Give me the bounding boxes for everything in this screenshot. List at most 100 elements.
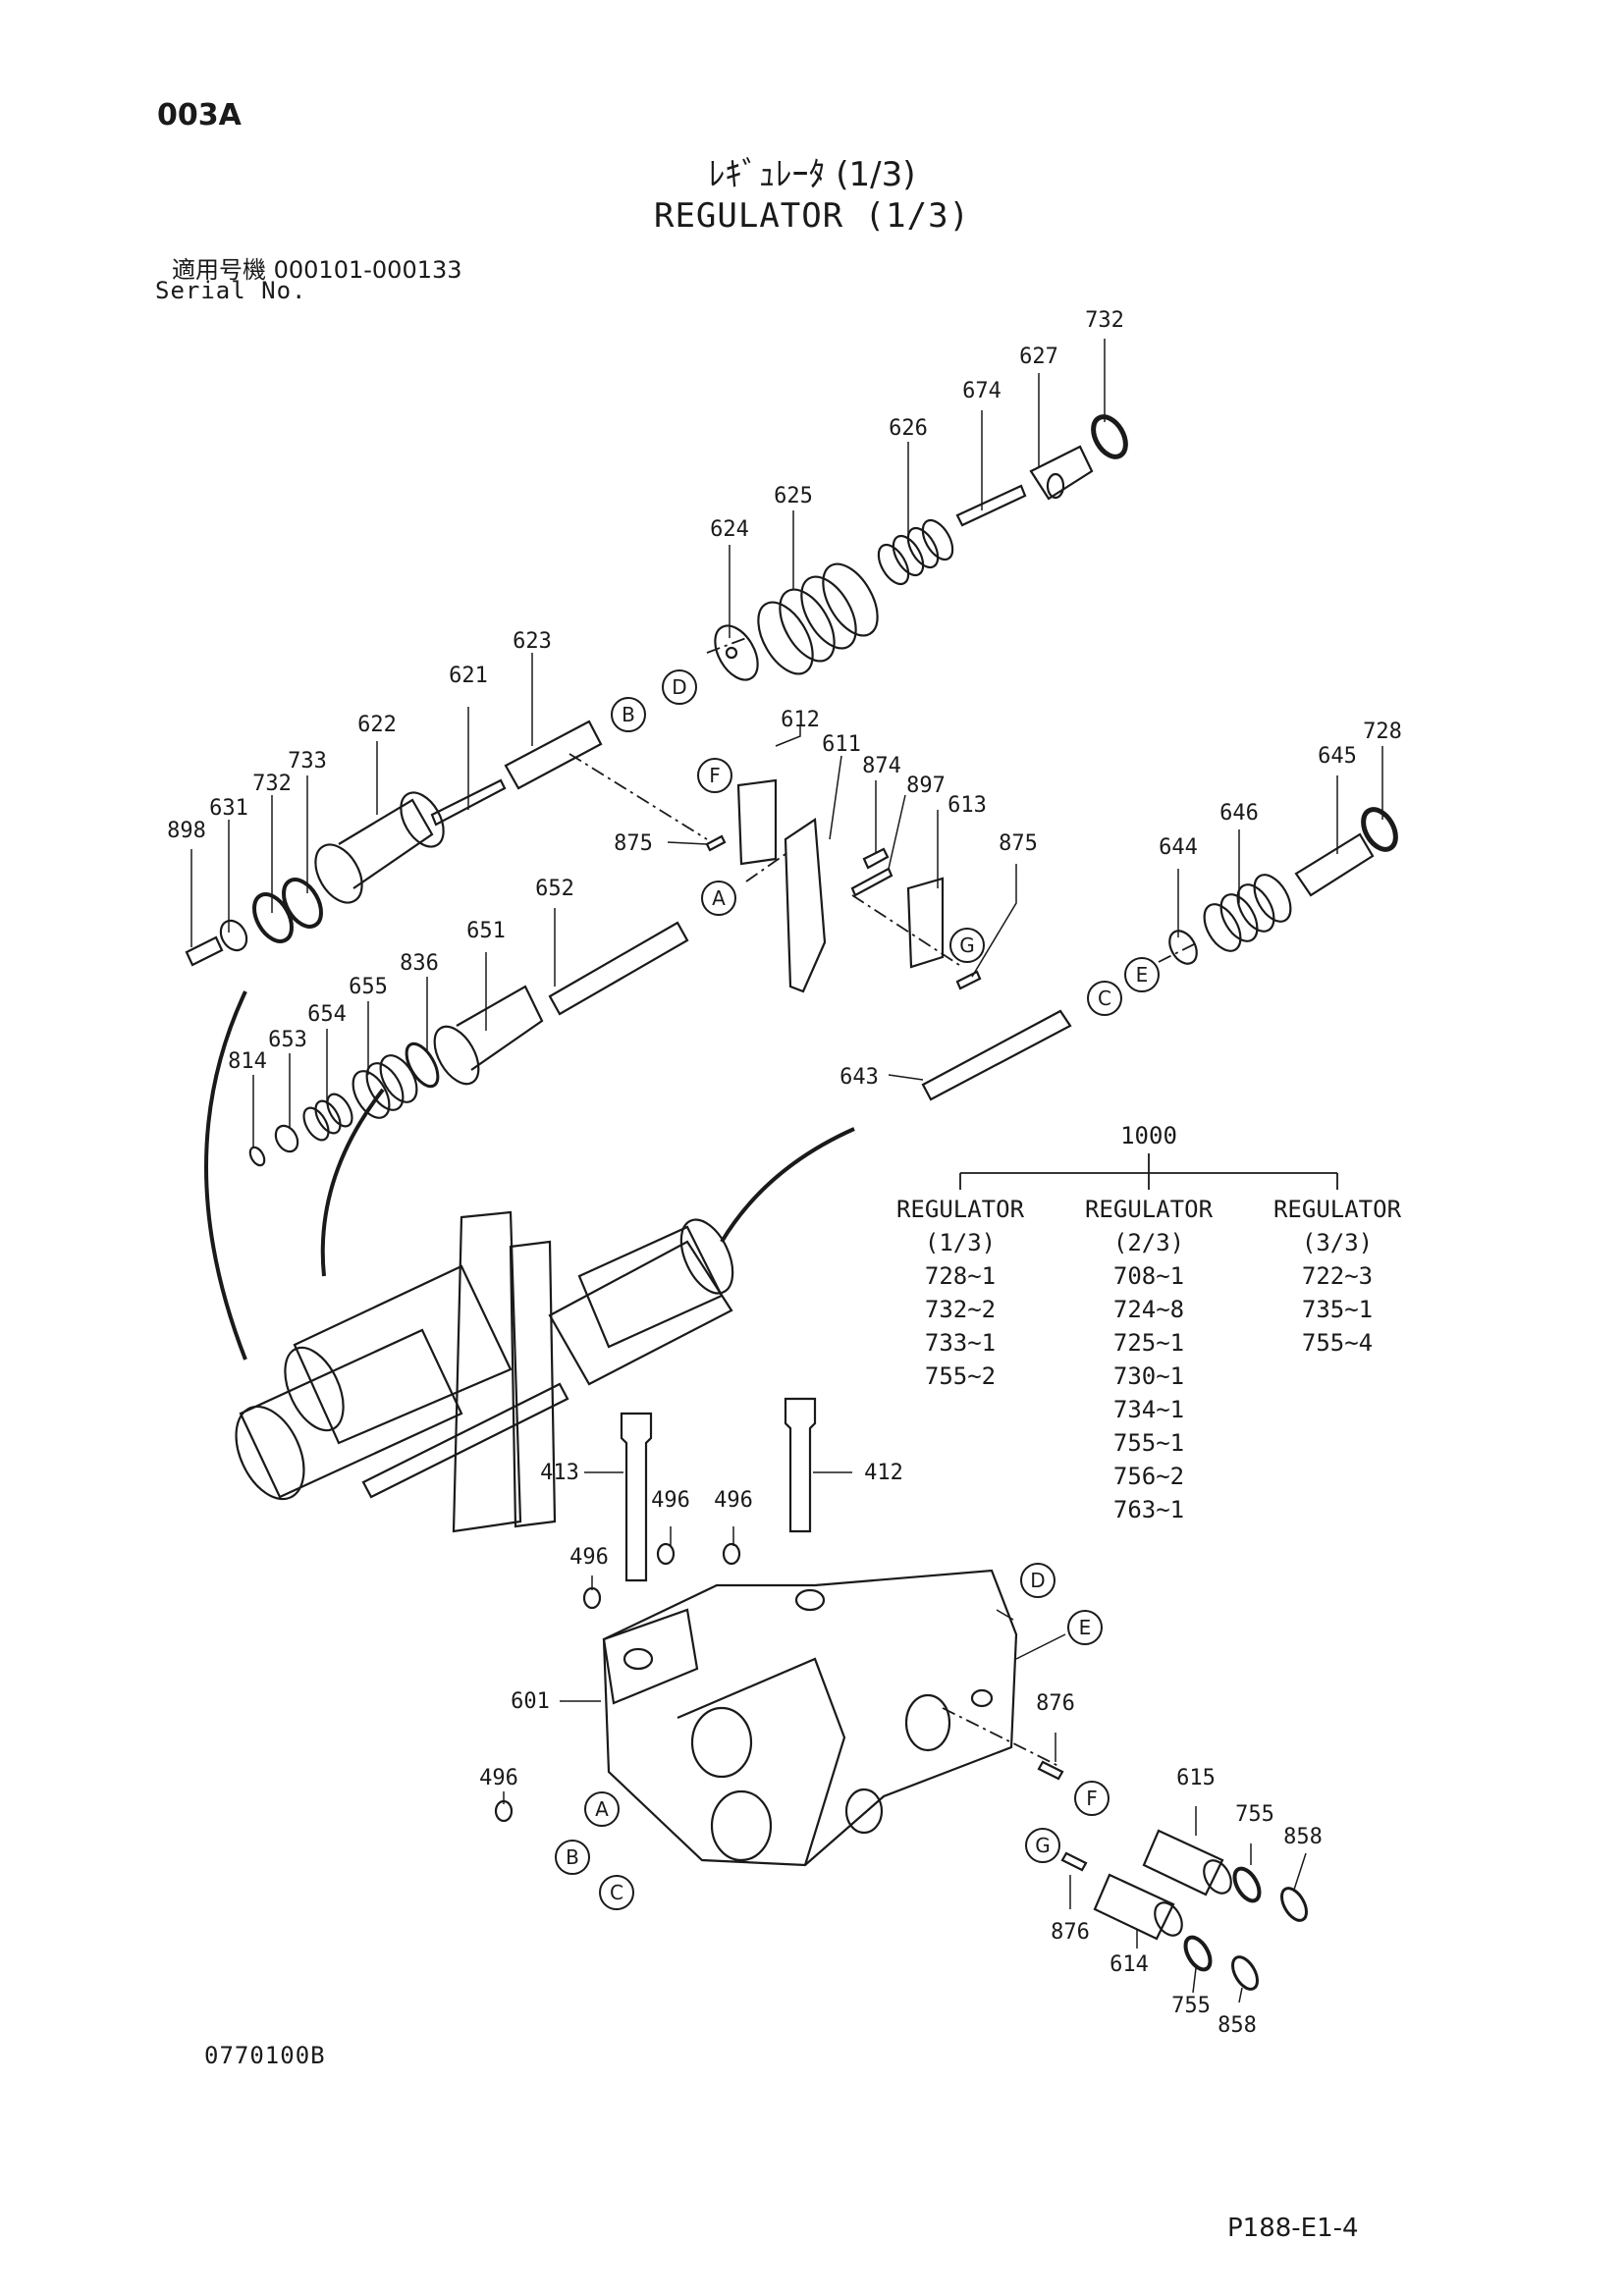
part-number: 875 <box>614 831 653 856</box>
ref-letter: G <box>1035 1834 1051 1857</box>
plug-496-a <box>656 1542 676 1566</box>
part-number: 645 <box>1318 744 1357 769</box>
sleeve-651 <box>433 985 544 1086</box>
part-number: 615 <box>1176 1766 1216 1790</box>
ref-letter: A <box>595 1797 609 1821</box>
part-number: 876 <box>1036 1691 1075 1716</box>
part-number: 496 <box>651 1488 690 1513</box>
ref-circle-e-lower <box>1067 1610 1103 1645</box>
part-number: 652 <box>535 877 574 901</box>
assembled-view <box>235 1210 734 1533</box>
part-number: 413 <box>540 1461 579 1485</box>
lever-611 <box>784 818 827 993</box>
kit-number: 1000 <box>1120 1122 1177 1149</box>
ring-814 <box>248 1146 266 1167</box>
part-number: 654 <box>307 1002 347 1027</box>
kit-item: 725~1 <box>1112 1329 1185 1357</box>
kit-column-3: REGULATOR (3/3) 722~3 735~1 755~4 <box>1259 1193 1416 1360</box>
part-number: 876 <box>1051 1920 1090 1945</box>
ref-circle-c-lower <box>599 1875 634 1910</box>
part-number: 613 <box>947 793 987 818</box>
spring-626 <box>877 518 954 586</box>
ref-circle-g-lower <box>1025 1828 1060 1863</box>
ref-circle-g-upper <box>949 928 985 963</box>
plug-614 <box>1093 1873 1183 1941</box>
part-number: 644 <box>1159 835 1198 860</box>
seat-624-hole <box>725 646 738 660</box>
pin-876-top <box>1037 1760 1064 1781</box>
kit-item: 763~1 <box>1112 1496 1185 1523</box>
ref-letter: A <box>712 886 726 910</box>
casing-601 <box>602 1569 1018 1867</box>
part-number: 614 <box>1110 1952 1149 1977</box>
part-number: 611 <box>822 732 861 757</box>
part-number: 631 <box>209 796 248 821</box>
ring-631 <box>219 919 248 952</box>
ref-letter: E <box>1079 1616 1092 1639</box>
ref-circle-d-upper <box>662 669 697 705</box>
ref-letter: B <box>622 703 635 726</box>
o-ring-755-b <box>1183 1935 1213 1972</box>
kit-item: 732~2 <box>924 1296 997 1323</box>
ref-circle-e-upper <box>1124 957 1160 992</box>
ref-letter: D <box>1030 1569 1045 1592</box>
page-title: REGULATOR (1/3) <box>653 196 971 236</box>
kit-column-name: REGULATOR <box>895 1196 1025 1223</box>
part-number: 875 <box>999 831 1038 856</box>
kit-column-1: REGULATOR (1/3) 728~1 732~2 733~1 755~2 <box>882 1193 1039 1393</box>
piston-645 <box>1294 832 1375 897</box>
part-number: 655 <box>349 975 388 999</box>
ref-letter: G <box>959 934 975 957</box>
part-number: 621 <box>449 664 488 688</box>
part-number: 814 <box>228 1049 267 1074</box>
spring-625 <box>757 562 879 675</box>
ref-letter: C <box>610 1881 623 1904</box>
part-number: 643 <box>839 1065 879 1090</box>
part-number: 898 <box>167 819 206 843</box>
plug-627 <box>1029 445 1094 501</box>
part-number: 625 <box>774 484 813 508</box>
serial-label: Serial No. <box>155 277 307 304</box>
kit-item: 755~4 <box>1301 1329 1374 1357</box>
part-number: 755 <box>1235 1802 1274 1827</box>
kit-item: 756~2 <box>1112 1463 1185 1490</box>
o-ring-732-top <box>1091 414 1128 459</box>
kit-item: 728~1 <box>924 1262 997 1290</box>
piston-623 <box>504 720 603 790</box>
o-ring-732 <box>252 892 294 943</box>
part-number: 646 <box>1219 801 1259 826</box>
page-reference: P188-E1-4 <box>1227 2214 1359 2243</box>
ref-circle-d-lower <box>1020 1563 1056 1598</box>
snap-ring-858-a <box>1280 1887 1308 1922</box>
part-number: 732 <box>1085 308 1124 333</box>
kit-column-sub: (2/3) <box>1112 1229 1185 1256</box>
part-number: 496 <box>714 1488 753 1513</box>
kit-table-tree <box>959 1153 1338 1190</box>
bolt-412 <box>784 1397 817 1533</box>
seat-624 <box>714 624 759 681</box>
pin-876-bottom <box>1060 1851 1088 1872</box>
ref-circle-f-lower <box>1074 1781 1110 1816</box>
ref-letter: B <box>566 1845 579 1869</box>
pin-875-left <box>705 834 727 852</box>
plug-496-b <box>722 1542 741 1566</box>
ref-letter: F <box>709 764 721 787</box>
callout-arc-mid <box>320 1088 385 1277</box>
kit-item: 735~1 <box>1301 1296 1374 1323</box>
pin-875-right <box>955 970 982 990</box>
spring-646 <box>1203 874 1292 952</box>
ref-letter: E <box>1136 963 1149 987</box>
pin-674 <box>955 484 1027 527</box>
o-ring-728 <box>1361 807 1398 852</box>
seat-644 <box>1168 930 1198 965</box>
centerline-d <box>706 637 747 654</box>
plug-496-c <box>582 1586 602 1610</box>
pin-898 <box>185 935 224 967</box>
plug-627-bore <box>1046 472 1065 500</box>
rod-621 <box>430 778 507 827</box>
spring-655 <box>352 1054 418 1119</box>
centerline-b <box>568 753 708 840</box>
part-number: 622 <box>357 713 397 737</box>
pin-897 <box>850 867 893 897</box>
